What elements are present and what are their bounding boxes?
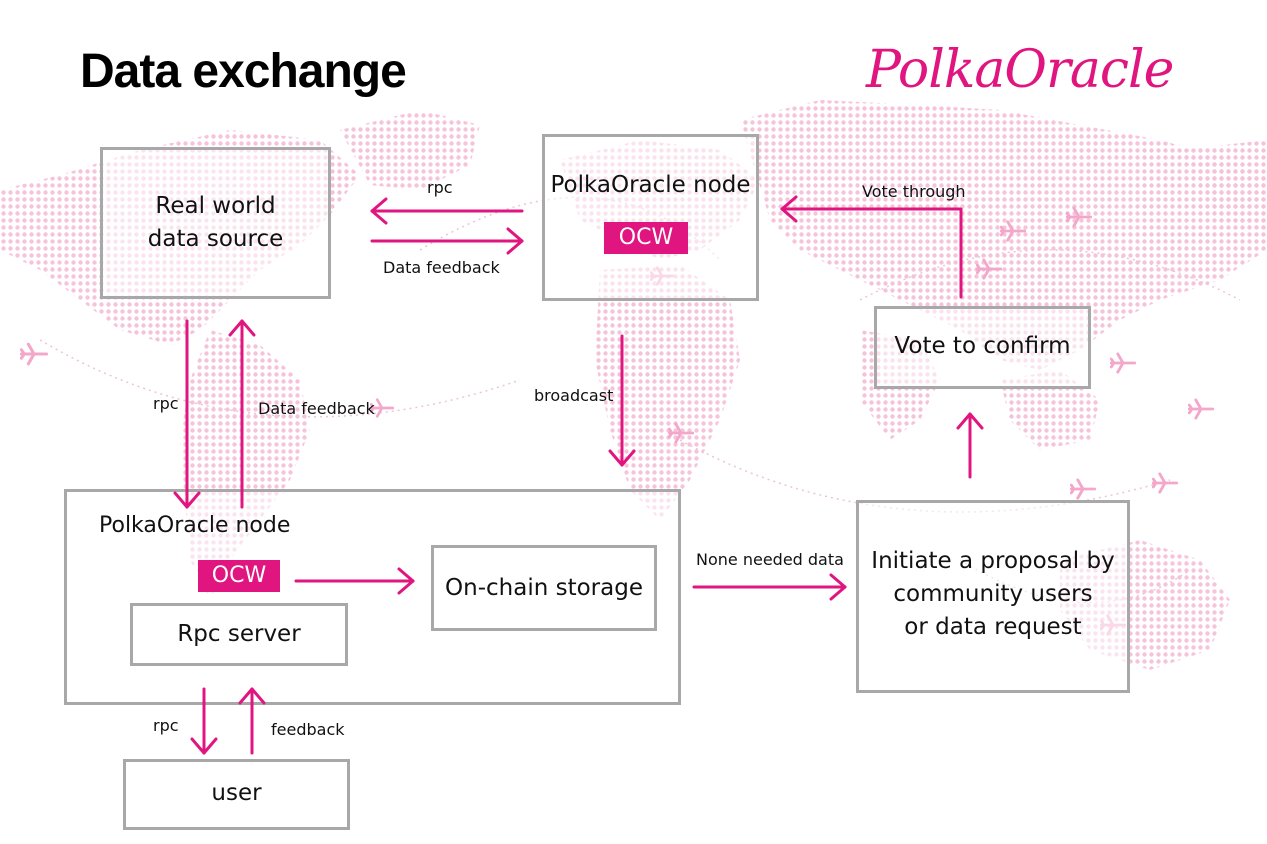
polkaoracle-logo: PolkaOracle xyxy=(866,40,1174,100)
edge-label-feedback-user: feedback xyxy=(271,720,345,739)
on-chain-storage-label: On-chain storage xyxy=(445,575,643,601)
edge-label-broadcast: broadcast xyxy=(534,386,614,405)
user-box: user xyxy=(123,759,350,830)
user-label: user xyxy=(211,780,262,806)
edge-label-data-feedback-top: Data feedback xyxy=(383,258,500,277)
on-chain-storage-box: On-chain storage xyxy=(431,545,657,631)
edge-label-none-needed-data: None needed data xyxy=(696,550,844,569)
initiate-proposal-label: Initiate a proposal by community users o… xyxy=(871,548,1115,640)
edge-label-rpc-user: rpc xyxy=(153,716,179,735)
initiate-proposal-box: Initiate a proposal by community users o… xyxy=(856,500,1130,693)
real-world-data-source-label: Real world data source xyxy=(147,193,284,252)
polkaoracle-node-top-label: PolkaOracle node xyxy=(550,172,751,198)
edge-label-vote-through: Vote through xyxy=(862,182,966,201)
edge-label-rpc-left: rpc xyxy=(153,394,179,413)
ocw-badge-bottom: OCW xyxy=(198,560,280,592)
edge-label-rpc-top: rpc xyxy=(427,178,453,197)
polkaoracle-node-top-box: PolkaOracle node xyxy=(542,134,759,301)
rpc-server-label: Rpc server xyxy=(177,621,301,647)
polkaoracle-node-bottom-label: PolkaOracle node xyxy=(99,513,291,538)
real-world-data-source-box: Real world data source xyxy=(100,147,331,299)
page-title: Data exchange xyxy=(80,45,407,98)
vote-to-confirm-box: Vote to confirm xyxy=(874,306,1091,389)
vote-to-confirm-label: Vote to confirm xyxy=(894,333,1071,359)
edge-label-data-feedback-left: Data feedback xyxy=(258,399,375,418)
rpc-server-box: Rpc server xyxy=(130,603,348,666)
ocw-badge-top: OCW xyxy=(604,222,688,254)
